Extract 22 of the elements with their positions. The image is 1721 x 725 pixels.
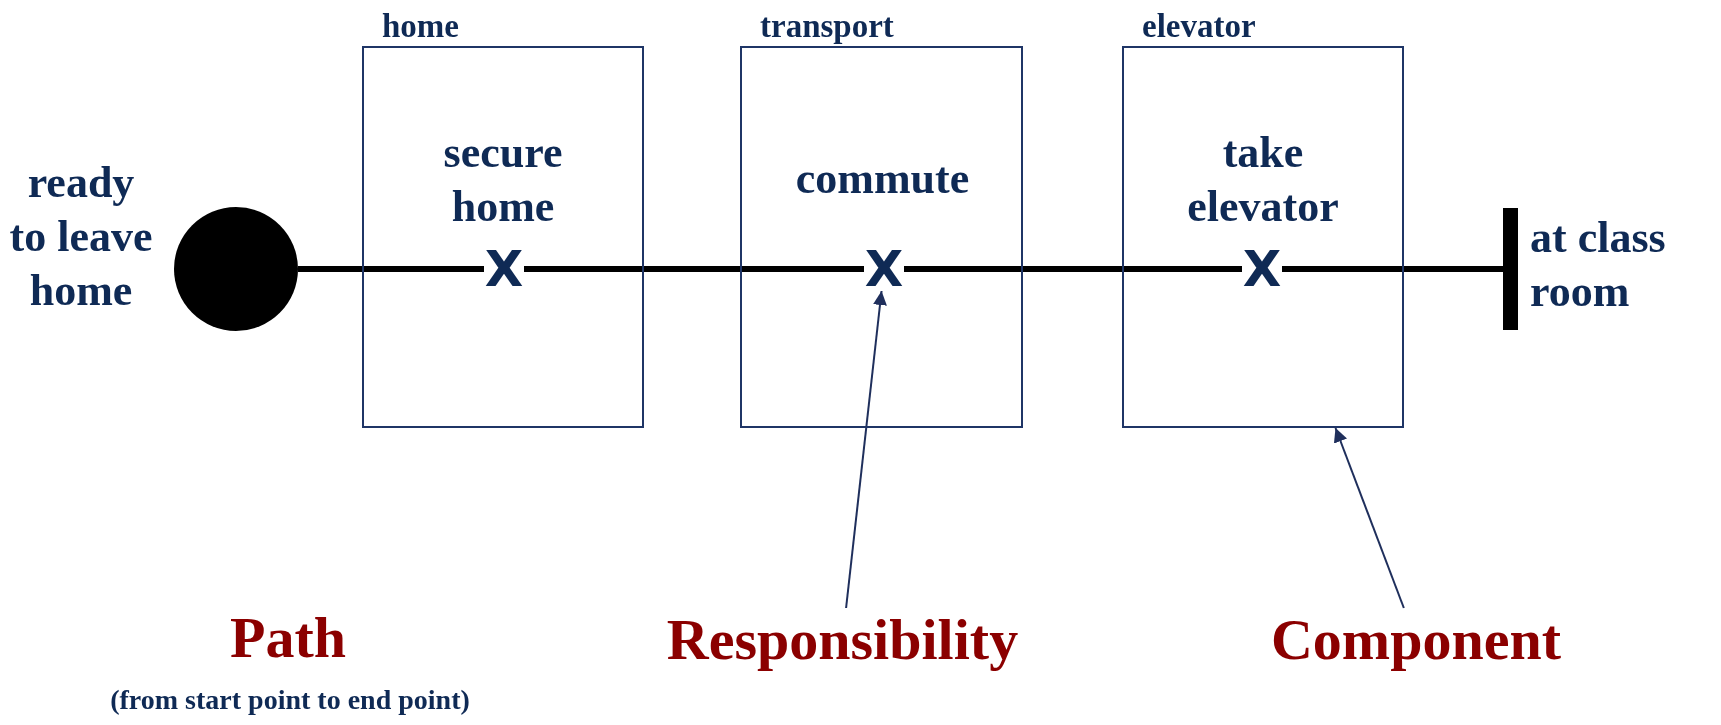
path-line — [524, 266, 864, 272]
responsibility-label: commute — [794, 153, 971, 205]
path-line — [904, 266, 1242, 272]
path-line — [298, 266, 484, 272]
caption-heading: Path — [229, 606, 347, 670]
callout-label: Component — [1253, 608, 1579, 672]
component-title: home — [382, 8, 459, 44]
end-point-bar — [1503, 208, 1518, 330]
responsibility-mark: X — [864, 247, 904, 291]
leader-line — [845, 290, 887, 609]
responsibility-mark: X — [484, 247, 524, 291]
component-title: elevator — [1142, 8, 1256, 44]
leader-line — [1333, 427, 1405, 609]
point-label: ready to leave home — [8, 157, 154, 317]
caption-subtitle: (from start point to end point) — [109, 683, 471, 717]
responsibility-label: secure home — [442, 127, 564, 233]
callout-label: Responsibility — [650, 608, 1035, 672]
path-line — [1282, 266, 1503, 272]
component-title: transport — [760, 8, 894, 44]
point-label: at class room — [1530, 212, 1667, 318]
responsibility-mark: X — [1242, 247, 1282, 291]
responsibility-label: take elevator — [1186, 127, 1340, 233]
